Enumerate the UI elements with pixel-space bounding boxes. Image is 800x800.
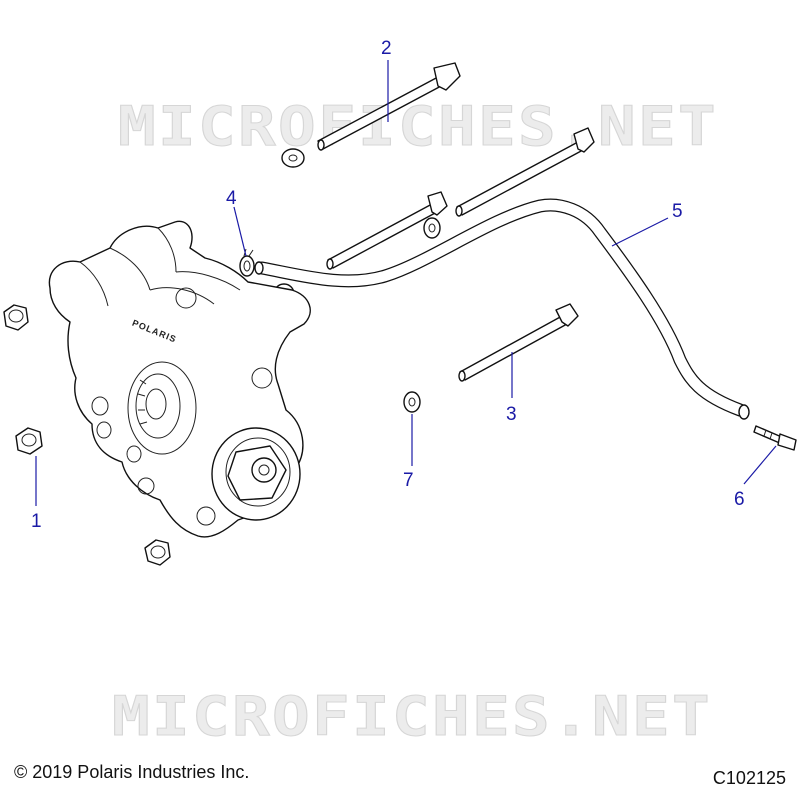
bolt-part-2 <box>317 62 461 151</box>
leader-line-6 <box>743 445 777 485</box>
gearcase-housing: POLARIS <box>48 220 311 538</box>
callout-4: 4 <box>226 188 237 209</box>
callout-3: 3 <box>506 404 517 425</box>
bolt-middle <box>326 191 448 270</box>
callout-2: 2 <box>381 38 392 59</box>
watermark-top: MICROFICHES.NET <box>118 95 718 158</box>
bolt-part-3 <box>458 303 579 382</box>
callout-5: 5 <box>672 201 683 222</box>
copyright-notice: © 2019 Polaris Industries Inc. <box>14 762 250 782</box>
callout-7: 7 <box>403 470 414 491</box>
leader-line-4 <box>233 206 247 257</box>
figure-id: C102125 <box>712 768 786 788</box>
vent-hose-part-5 <box>254 198 750 420</box>
washer-part-2 <box>281 148 305 168</box>
washer-middle <box>423 217 441 239</box>
bolt-upper-right <box>455 127 595 217</box>
nut-part-1-top <box>3 304 29 331</box>
watermark-bottom: MICROFICHES.NET <box>112 685 712 748</box>
hose-clamp-part-4 <box>239 248 255 277</box>
callout-6: 6 <box>734 489 745 510</box>
nut-part-1-middle <box>15 427 43 455</box>
washer-part-7 <box>403 391 421 413</box>
vent-fitting-part-6 <box>753 425 797 451</box>
callout-1: 1 <box>31 511 42 532</box>
leader-line-5 <box>611 217 669 247</box>
nut-part-1-bottom <box>144 539 171 566</box>
